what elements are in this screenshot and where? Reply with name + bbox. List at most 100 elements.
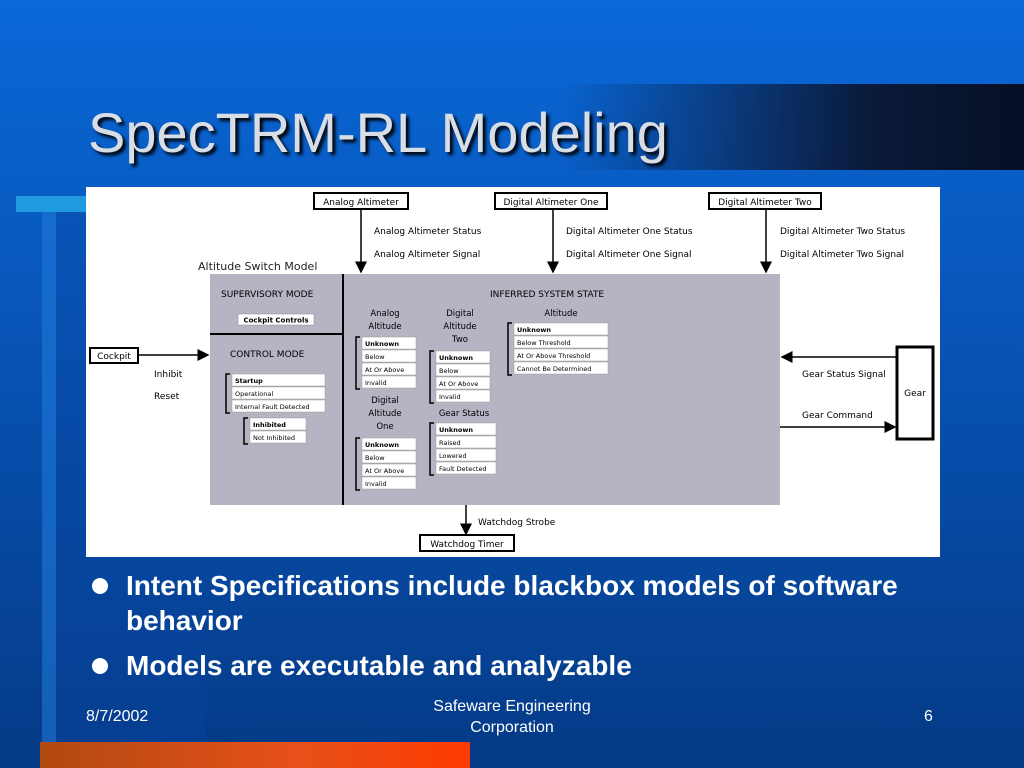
- dig-two-signal-label: Digital Altimeter Two Signal: [780, 250, 904, 260]
- state-box: [249, 417, 307, 431]
- state-box: [361, 437, 417, 451]
- analog-status-label: Analog Altimeter Status: [374, 227, 482, 237]
- bullet-text: Models are executable and analyzable: [126, 650, 632, 681]
- dig-two-status-label: Digital Altimeter Two Status: [780, 227, 905, 237]
- state-label: Not Inhibited: [253, 434, 295, 442]
- dig-two-label-1: Digital: [446, 309, 474, 319]
- state-box: [435, 389, 491, 403]
- state-box: [513, 361, 609, 375]
- dig-one-label-1: Digital: [371, 396, 399, 406]
- dig-one-status-label: Digital Altimeter One Status: [566, 227, 693, 237]
- analog-altimeter-box: Analog Altimeter: [313, 192, 409, 210]
- inferred-state-label: INFERRED SYSTEM STATE: [490, 290, 604, 300]
- state-label: At Or Above: [365, 366, 404, 374]
- state-bracket: [355, 336, 360, 390]
- state-label: Below: [439, 367, 459, 375]
- diagram-svg: Altitude Switch Model Analog Altimeter D…: [89, 192, 935, 552]
- state-bracket: [507, 322, 512, 376]
- reset-label: Reset: [154, 392, 180, 402]
- state-label: Unknown: [439, 354, 473, 362]
- bullet-dot-icon: [92, 658, 108, 674]
- decor-bottom-bar: [40, 742, 470, 768]
- altitude-label: Altitude: [544, 309, 577, 319]
- svg-text:Cockpit Controls: Cockpit Controls: [243, 317, 308, 325]
- state-box: [435, 363, 491, 377]
- state-box: [435, 350, 491, 364]
- state-label: At Or Above: [439, 380, 478, 388]
- decor-line: [42, 212, 56, 768]
- state-box: [435, 435, 497, 449]
- state-label: At Or Above Threshold: [517, 352, 590, 360]
- bullet-list: Intent Specifications include blackbox m…: [92, 568, 992, 693]
- state-box: [435, 422, 497, 436]
- state-label: Below: [365, 454, 385, 462]
- slide-title: SpecTRM-RL Modeling: [88, 101, 668, 164]
- state-bracket: [355, 437, 360, 491]
- dig-two-label-2: Altitude: [443, 322, 476, 332]
- cockpit-box: Cockpit: [89, 347, 139, 364]
- state-box: [513, 335, 609, 349]
- bullet-dot-icon: [92, 578, 108, 594]
- state-bracket: [243, 417, 248, 445]
- state-label: Startup: [235, 377, 263, 385]
- digital-altimeter-one-box: Digital Altimeter One: [494, 192, 608, 210]
- state-box: [361, 336, 417, 350]
- bullet-item: Intent Specifications include blackbox m…: [92, 568, 992, 638]
- analog-altitude-label-1: Analog: [370, 309, 399, 319]
- state-box: [435, 461, 497, 475]
- state-box: [435, 376, 491, 390]
- state-box: [361, 450, 417, 464]
- state-box: [361, 362, 417, 376]
- gear-status-label: Gear Status: [439, 409, 490, 419]
- state-box: [513, 322, 609, 336]
- digital-altimeter-two-box: Digital Altimeter Two: [708, 192, 822, 210]
- dig-two-label-3: Two: [451, 335, 468, 345]
- analog-signal-label: Analog Altimeter Signal: [374, 250, 480, 260]
- state-box: [361, 476, 417, 490]
- svg-text:Analog Altimeter: Analog Altimeter: [323, 198, 399, 208]
- state-label: Operational: [235, 390, 273, 398]
- state-label: Invalid: [365, 480, 387, 488]
- state-box: [435, 448, 497, 462]
- svg-text:Digital Altimeter One: Digital Altimeter One: [504, 198, 599, 208]
- state-label: At Or Above: [365, 467, 404, 475]
- model-title: Altitude Switch Model: [198, 260, 317, 273]
- dig-one-signal-label: Digital Altimeter One Signal: [566, 250, 692, 260]
- cockpit-controls-state: Cockpit Controls: [237, 313, 315, 326]
- gear-command-label: Gear Command: [802, 411, 873, 421]
- bullet-item: Models are executable and analyzable: [92, 648, 992, 683]
- state-label: Internal Fault Detected: [235, 403, 310, 411]
- watchdog-strobe-label: Watchdog Strobe: [478, 518, 556, 528]
- state-box: [361, 349, 417, 363]
- state-label: Unknown: [517, 326, 551, 334]
- watchdog-timer-box: Watchdog Timer: [419, 534, 515, 552]
- state-bracket: [225, 373, 230, 414]
- state-label: Below Threshold: [517, 339, 571, 347]
- svg-text:Digital Altimeter Two: Digital Altimeter Two: [718, 198, 812, 208]
- state-label: Inhibited: [253, 421, 286, 429]
- state-box: [231, 373, 326, 387]
- state-label: Unknown: [439, 426, 473, 434]
- state-box: [361, 463, 417, 477]
- inhibit-label: Inhibit: [154, 370, 183, 380]
- state-label: Fault Detected: [439, 465, 486, 473]
- analog-altitude-label-2: Altitude: [368, 322, 401, 332]
- state-label: Invalid: [365, 379, 387, 387]
- state-label: Invalid: [439, 393, 461, 401]
- footer-date: 8/7/2002: [86, 708, 149, 725]
- altitude-switch-diagram: Altitude Switch Model Analog Altimeter D…: [86, 187, 940, 557]
- svg-text:Gear: Gear: [904, 389, 926, 399]
- svg-text:Watchdog Timer: Watchdog Timer: [430, 540, 504, 550]
- footer-page-number: 6: [924, 708, 933, 725]
- gear-box: Gear: [895, 345, 935, 441]
- bullet-text: Intent Specifications include blackbox m…: [126, 570, 898, 636]
- control-mode-label: CONTROL MODE: [230, 350, 305, 360]
- state-label: Raised: [439, 439, 461, 447]
- state-label: Below: [365, 353, 385, 361]
